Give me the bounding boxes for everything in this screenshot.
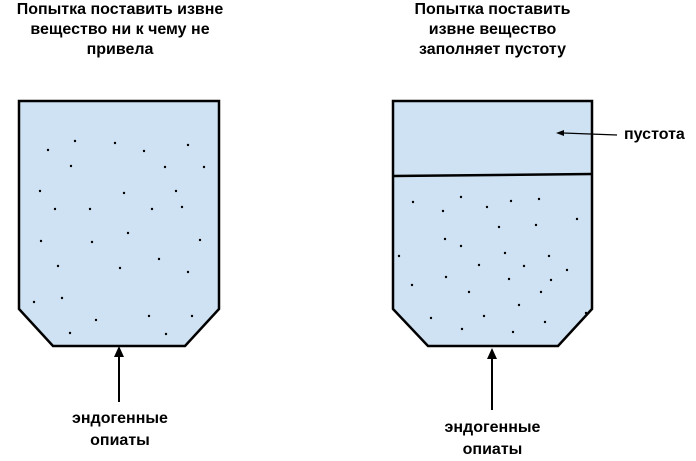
right-arrowhead [487,348,497,359]
void-label: пустота [624,126,685,143]
void-pointer-arrowhead [556,130,564,136]
left-vessel-particles [32,139,206,336]
left-arrowhead [114,346,124,357]
void-boundary [392,172,593,178]
left-bottom-label: эндогенные опиаты [72,410,168,449]
right-title: Попытка поставить извне вещество заполня… [414,1,571,58]
right-vessel-particles [397,195,588,334]
left-title: Попытка поставить извне вещество ни к че… [16,1,224,58]
void-pointer-arrow [562,132,618,136]
right-bottom-label: эндогенные опиаты [444,419,541,458]
left-vessel [17,99,221,348]
right-vessel [391,99,594,348]
